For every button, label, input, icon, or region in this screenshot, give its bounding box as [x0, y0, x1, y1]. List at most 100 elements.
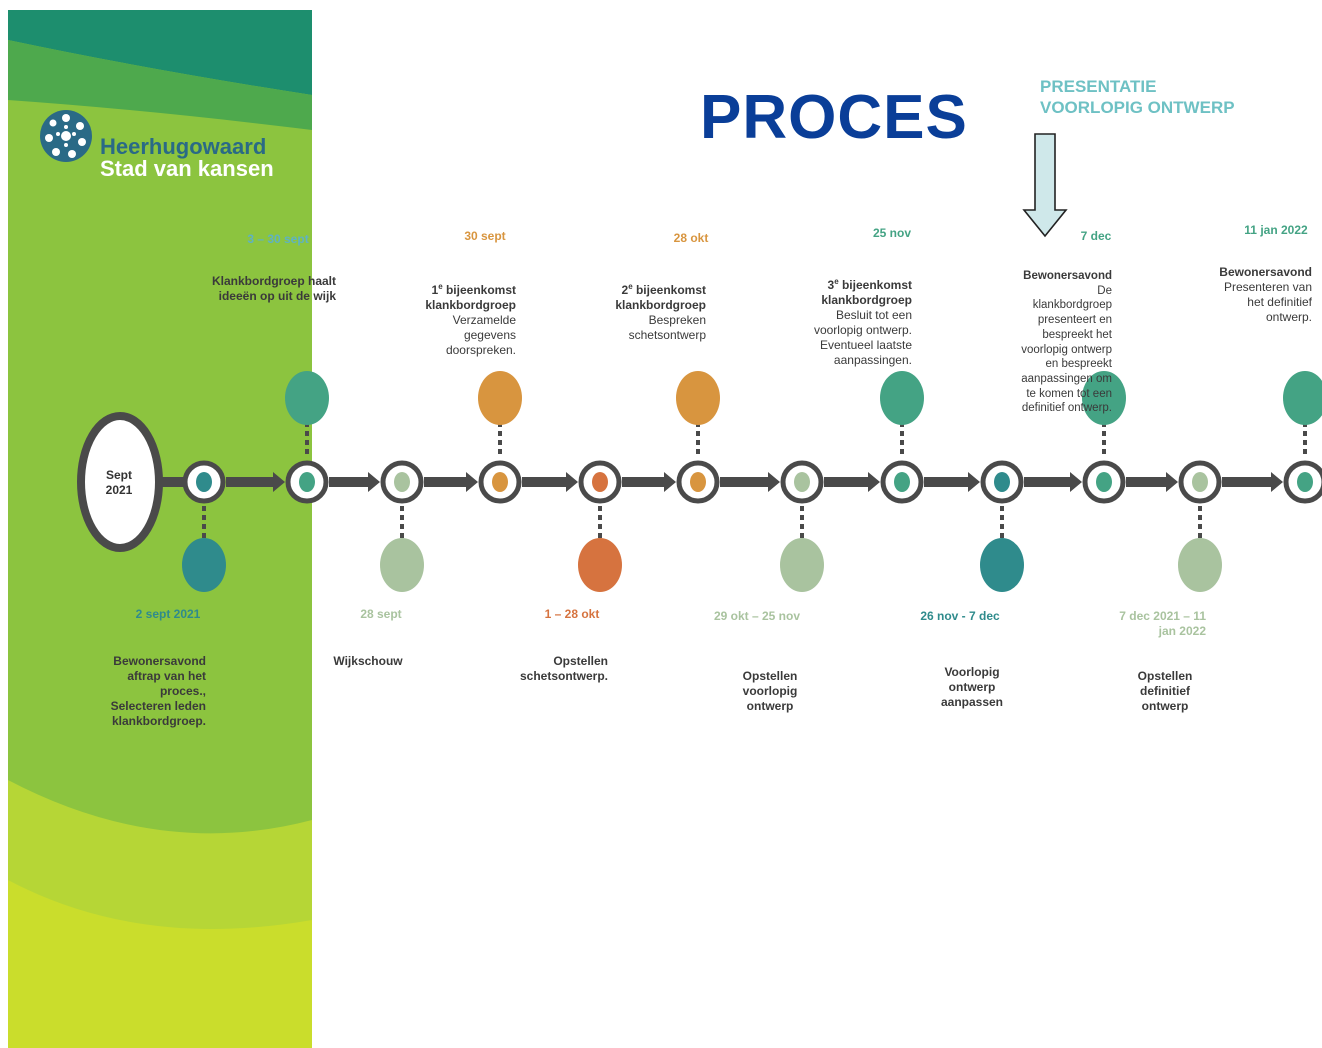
page-title: PROCES	[700, 83, 968, 152]
event-text-line: Voorlopig	[944, 665, 1000, 679]
event-title-sup: e	[438, 282, 443, 291]
event-text-line: aanpassingen om	[1021, 372, 1112, 385]
logo-mark-icon	[40, 110, 92, 162]
timeline-arrow	[424, 472, 478, 492]
event-text-line: bespreekt het	[1042, 328, 1112, 341]
event-title-sup: e	[834, 277, 839, 286]
event-text-line: doorspreken.	[445, 343, 516, 357]
event-text-line: definitief	[1140, 684, 1190, 698]
event-description: Bewonersavond Presenteren van het defini…	[1196, 265, 1312, 325]
event-text-line: schetsontwerp	[628, 328, 706, 342]
event-bubble	[478, 371, 522, 425]
timeline-node-dot	[299, 472, 315, 492]
event-text-line: Eventueel laatste	[819, 338, 912, 352]
event-description: Opstellen schetsontwerp.	[498, 654, 608, 684]
event-text-line: definitief ontwerp.	[1021, 402, 1112, 415]
event-date: 28 okt	[673, 231, 709, 245]
timeline-arrow	[329, 472, 380, 492]
timeline-arrow	[1222, 472, 1283, 492]
timeline-arrow	[1024, 472, 1082, 492]
event-text-line: Bespreken	[648, 313, 706, 327]
event-date: 26 nov - 7 dec	[920, 609, 1000, 623]
event-text-line: aftrap van het	[127, 669, 206, 683]
event-date: 11 jan 2022	[1244, 223, 1308, 237]
event-description: Bewonersavond De klankbordgroep presente…	[990, 269, 1112, 416]
event-text-line: proces.,	[159, 684, 206, 698]
timeline-node-dot	[196, 472, 212, 492]
timeline-node-dot	[794, 472, 810, 492]
timeline-node-dot	[592, 472, 608, 492]
presentation-title-line2: VOORLOPIG ONTWERP	[1040, 98, 1235, 117]
event-text-line: gegevens	[463, 328, 516, 342]
event-text-line: het definitief	[1247, 295, 1312, 309]
event-bubble	[285, 371, 329, 425]
timeline-arrow	[824, 472, 880, 492]
timeline-node-dot	[1096, 472, 1112, 492]
event-title-sup: e	[628, 282, 633, 291]
timeline-node-dot	[690, 472, 706, 492]
event-date: 1 – 28 okt	[544, 607, 600, 621]
event-text-line: voorlopig ontwerp	[1021, 343, 1112, 356]
event-description: Opstellen definitief ontwerp	[1120, 669, 1210, 714]
event-title-part: 2	[621, 283, 629, 297]
timeline-arrow	[924, 472, 980, 492]
event-title-part: bijeenkomst	[838, 278, 912, 292]
event-title-part: 3	[827, 278, 835, 292]
event-description: 1e bijeenkomst klankbordgroep Verzamelde…	[400, 279, 516, 358]
event-bubble	[182, 538, 226, 592]
event-text-line: Opstellen	[1137, 669, 1193, 683]
event-text-line: ontwerp	[1141, 699, 1189, 713]
event-text-line: Wijkschouw	[333, 654, 403, 668]
event-text-line: aanpassingen.	[833, 353, 912, 367]
event-description: Bewonersavond aftrap van het proces., Se…	[86, 654, 206, 729]
event-title-part: klankbordgroep	[425, 298, 516, 312]
event-date-line: 7 dec 2021 – 11	[1119, 609, 1206, 623]
timeline-node-dot	[994, 472, 1010, 492]
event-title-part: klankbordgroep	[821, 293, 912, 307]
event-text-line: Besluit tot een	[835, 308, 912, 322]
event-text-line: aanpassen	[940, 695, 1004, 709]
event-bubble	[880, 371, 924, 425]
event-date: 7 dec	[1080, 229, 1112, 243]
event-date: 2 sept 2021	[135, 607, 201, 621]
timeline-arrow	[622, 472, 676, 492]
presentation-title: PRESENTATIE VOORLOPIG ONTWERP	[1040, 76, 1235, 118]
start-label: Sept 2021	[84, 468, 154, 498]
event-date: 3 – 30 sept	[247, 232, 309, 246]
event-title: Klankbordgroep haalt ideeën op uit de wi…	[211, 274, 336, 303]
event-description: Wijkschouw	[318, 654, 418, 669]
event-text-line: Selecteren leden	[110, 699, 206, 713]
event-text-line: en bespreekt	[1045, 358, 1113, 371]
event-text-line: ontwerp.	[1265, 310, 1312, 324]
event-date: 29 okt – 25 nov	[713, 609, 801, 623]
event-date: 28 sept	[360, 607, 402, 621]
event-text-line: voorlopig ontwerp.	[813, 323, 912, 337]
start-label-line1: Sept	[105, 468, 132, 482]
logo-line1: Heerhugowaard	[100, 134, 267, 159]
event-text-line: voorlopig	[742, 684, 798, 698]
timeline-node-dot	[894, 472, 910, 492]
event-bubble	[780, 538, 824, 592]
event-bubble	[676, 371, 720, 425]
timeline-node-dot	[1192, 472, 1208, 492]
event-date: 30 sept	[464, 229, 506, 243]
event-text-line: Opstellen	[742, 669, 798, 683]
event-text-line: Verzamelde	[452, 313, 516, 327]
event-text-line: De	[1097, 284, 1112, 297]
event-bubble	[380, 538, 424, 592]
event-description: Opstellen voorlopig ontwerp	[730, 669, 810, 714]
timeline-arrow	[226, 472, 285, 492]
event-bubble	[578, 538, 622, 592]
timeline-arrow	[522, 472, 578, 492]
event-text-line: presenteert en	[1037, 314, 1112, 327]
presentation-title-line1: PRESENTATIE	[1040, 77, 1157, 96]
event-text-line: Opstellen	[553, 654, 608, 668]
event-text-line: ontwerp	[746, 699, 794, 713]
timeline-arrow	[720, 472, 780, 492]
timeline-node-dot	[492, 472, 508, 492]
event-text-line: te komen tot een	[1026, 387, 1112, 400]
event-text-line: Bewonersavond	[113, 654, 206, 668]
